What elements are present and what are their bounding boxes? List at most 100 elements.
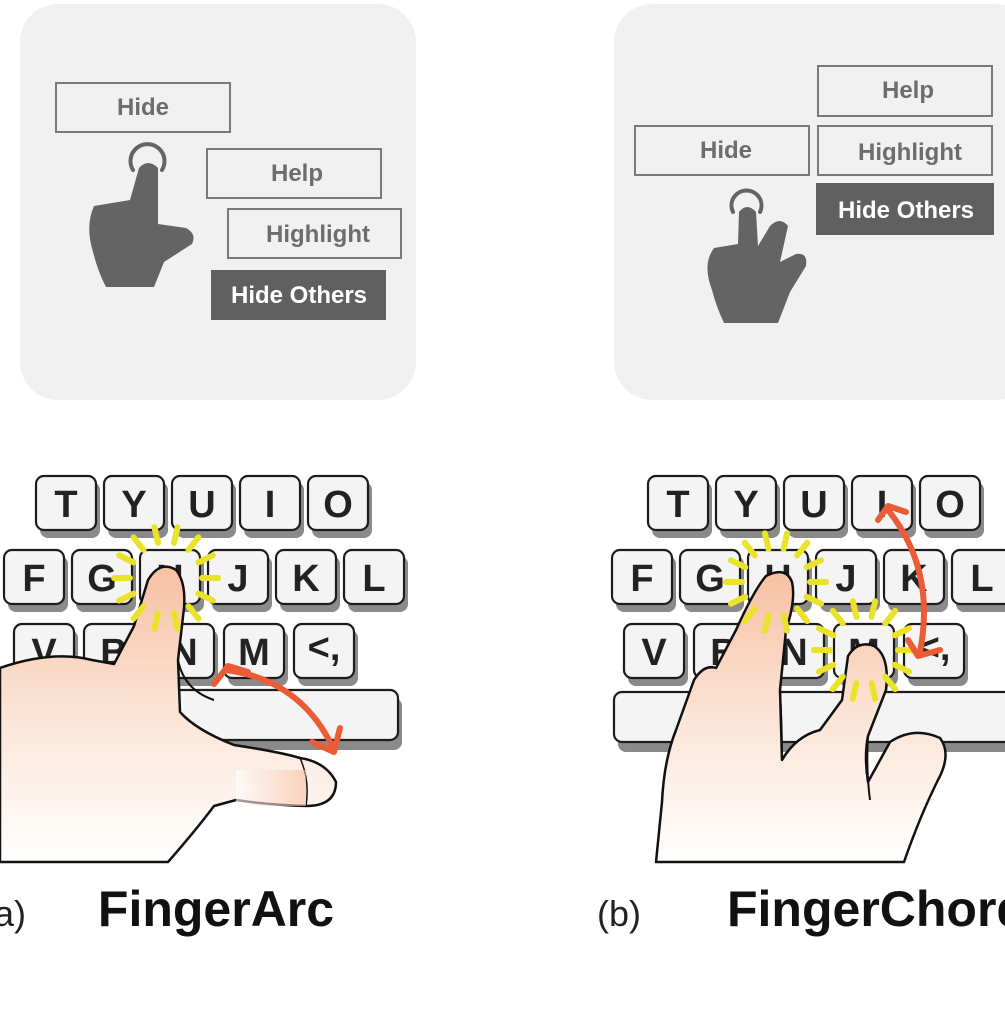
key-label: U (188, 484, 215, 526)
burst-ray (761, 530, 772, 552)
key-o[interactable]: O (306, 474, 372, 538)
key-u[interactable]: U (782, 474, 848, 538)
burst-ray (741, 539, 758, 559)
key-label: K (292, 558, 320, 600)
burst-ray (780, 530, 791, 552)
burst-ray (891, 625, 913, 639)
key-label: L (362, 558, 385, 600)
burst-ray (761, 612, 772, 634)
menu-item-highlight-b[interactable]: Highlight (817, 125, 993, 176)
burst-ray (882, 607, 899, 627)
burst-ray (151, 524, 161, 546)
burst-ray (130, 603, 147, 622)
key-y[interactable]: Y (102, 474, 168, 538)
burst-ray (868, 680, 879, 702)
key-label: <, (308, 627, 341, 669)
caption-fingerarc: FingerArc (98, 881, 334, 937)
one-finger-tap-hand-icon (89, 142, 194, 287)
burst-ray (185, 534, 202, 553)
key-l[interactable]: L (950, 548, 1005, 612)
key-o[interactable]: O (918, 474, 984, 538)
key-label: T (54, 484, 77, 526)
burst-ray (868, 598, 879, 620)
burst-ray (195, 552, 216, 566)
key-label: G (695, 558, 725, 600)
burst-ray (794, 539, 811, 559)
menu-item-hide-others-b[interactable]: Hide Others (816, 183, 994, 235)
key-g[interactable]: G (678, 548, 744, 612)
key-label: L (970, 558, 993, 600)
menu-item-highlight-a[interactable]: Highlight (227, 208, 402, 259)
two-finger-hand-b (654, 570, 947, 864)
menu-item-label: Hide Others (231, 282, 367, 309)
panel-b: Help Hide Highlight Hide Others TYUIOFGH… (597, 4, 1005, 937)
key-label: V (641, 632, 667, 674)
menu-item-label: Highlight (266, 221, 370, 248)
burst-ray (803, 557, 825, 571)
key-f[interactable]: F (610, 548, 676, 612)
burst-ray (882, 673, 899, 693)
tap-highlight-a (111, 524, 221, 632)
key-k[interactable]: K (274, 548, 340, 612)
key-label: I (877, 484, 888, 526)
key-i[interactable]: I (238, 474, 304, 538)
menu-panel-a (20, 4, 416, 400)
caption-letter-a: (a) (0, 893, 26, 934)
menu-item-label: Hide (117, 94, 169, 121)
key-t[interactable]: T (34, 474, 100, 538)
key-label: F (22, 558, 45, 600)
keyboard-b: TYUIOFGHJKLVBNM<, (610, 474, 1005, 686)
burst-ray (171, 524, 181, 546)
burst-ray (829, 673, 846, 693)
key-l[interactable]: L (342, 548, 408, 612)
key-label: O (323, 484, 353, 526)
key-f[interactable]: F (2, 548, 68, 612)
pointing-hand-a (0, 565, 338, 864)
burst-ray (780, 612, 791, 634)
burst-ray (849, 598, 860, 620)
burst-ray (849, 680, 860, 702)
burst-ray (829, 607, 846, 627)
arc-arrow-b (875, 503, 943, 659)
burst-ray (815, 661, 837, 675)
burst-ray (130, 534, 147, 553)
key-t[interactable]: T (646, 474, 712, 538)
burst-ray (151, 610, 161, 632)
key-y[interactable]: Y (714, 474, 780, 538)
key-label: U (800, 484, 827, 526)
burst-ray (727, 557, 749, 571)
menu-item-label: Highlight (858, 139, 962, 166)
menu-item-help-b[interactable]: Help (817, 65, 993, 117)
caption-fingerchord: FingerChord (727, 881, 1005, 937)
key-v[interactable]: V (622, 622, 688, 686)
menu-item-hide-b[interactable]: Hide (634, 125, 810, 176)
menu-item-hide-others-a[interactable]: Hide Others (211, 270, 386, 320)
burst-ray (171, 610, 181, 632)
menu-item-label: Help (882, 77, 934, 104)
menu-item-help-a[interactable]: Help (206, 148, 382, 199)
key-label: T (666, 484, 689, 526)
burst-ray (891, 661, 913, 675)
key-label: J (227, 558, 248, 600)
key-comma[interactable]: <, (902, 622, 968, 686)
burst-ray (185, 603, 202, 622)
key-label: Y (733, 484, 758, 526)
two-finger-tap-hand-icon (707, 188, 807, 323)
key-j[interactable]: J (206, 548, 272, 612)
key-u[interactable]: U (170, 474, 236, 538)
menu-item-label: Help (271, 160, 323, 187)
key-label: M (238, 632, 270, 674)
caption-letter-b: (b) (597, 893, 641, 934)
burst-ray (815, 625, 837, 639)
key-comma[interactable]: <, (292, 622, 358, 686)
burst-ray (794, 605, 811, 625)
menu-item-hide-a[interactable]: Hide (55, 82, 231, 133)
tap-highlight-b1 (723, 530, 829, 634)
arc-arrow-a (211, 663, 343, 755)
panel-a: Hide Help Highlight Hide Others TYUIOFGH… (0, 4, 416, 937)
key-label: Y (121, 484, 146, 526)
key-label: I (265, 484, 276, 526)
key-j[interactable]: J (814, 548, 880, 612)
